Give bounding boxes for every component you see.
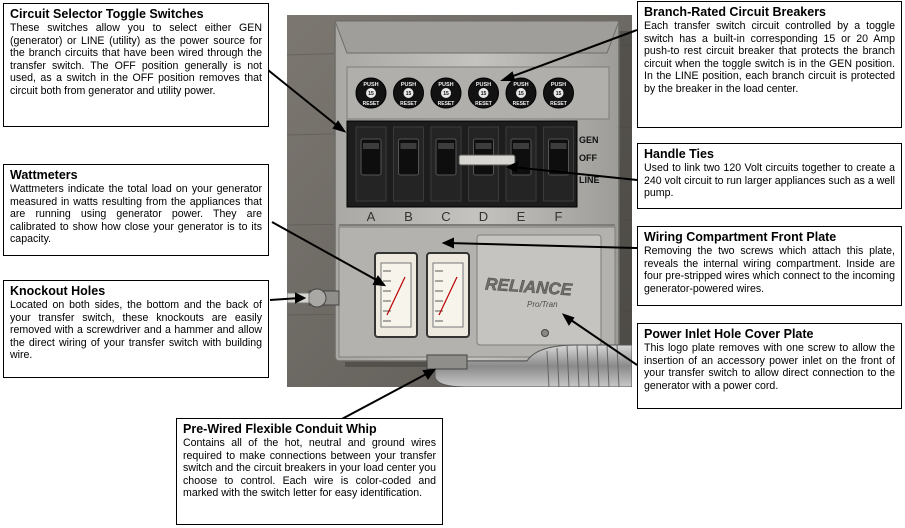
toggle-switch-a: [355, 126, 387, 202]
callout-front-plate: Wiring Compartment Front Plate Removing …: [637, 226, 902, 306]
leader-inlet-cover: [567, 317, 638, 366]
callout-circuit-breakers: Branch-Rated Circuit Breakers Each trans…: [637, 1, 902, 128]
callout-body: Each transfer switch circuit controlled …: [644, 20, 895, 95]
callout-title: Wattmeters: [10, 168, 78, 182]
callout-conduit-whip: Pre-Wired Flexible Conduit Whip Contains…: [176, 418, 443, 525]
svg-text:RESET: RESET: [550, 101, 567, 107]
circuit-breaker-a: PUSH RESET 15: [355, 77, 387, 109]
callout-body: Located on both sides, the bottom and th…: [10, 299, 262, 362]
svg-text:RESET: RESET: [475, 101, 492, 107]
wattmeter-right: [426, 252, 470, 338]
circuit-breaker-b: PUSH RESET 15: [393, 77, 424, 109]
svg-text:PUSH: PUSH: [551, 82, 566, 88]
toggle-switch-b: [393, 126, 424, 202]
callout-title: Handle Ties: [644, 147, 714, 161]
callout-title: Knockout Holes: [10, 284, 106, 298]
switch-letter-a: A: [367, 209, 376, 224]
svg-text:RESET: RESET: [400, 101, 417, 107]
callout-knockout-holes: Knockout Holes Located on both sides, th…: [3, 280, 269, 378]
plate-screw: [541, 329, 549, 337]
callout-title: Pre-Wired Flexible Conduit Whip: [183, 422, 377, 436]
svg-text:RESET: RESET: [363, 101, 380, 107]
conduit-whip: [434, 344, 632, 387]
callout-body: Wattmeters indicate the total load on yo…: [10, 183, 262, 246]
callout-title: Power Inlet Hole Cover Plate: [644, 327, 814, 341]
switch-letter-b: B: [404, 209, 413, 224]
callout-body: These switches allow you to select eithe…: [10, 22, 262, 97]
callout-inlet-cover: Power Inlet Hole Cover Plate This logo p…: [637, 323, 902, 409]
svg-text:PUSH: PUSH: [513, 82, 528, 88]
gen-label: GEN: [579, 135, 599, 145]
svg-text:PUSH: PUSH: [363, 82, 378, 88]
switch-letter-d: D: [479, 209, 488, 224]
svg-text:PUSH: PUSH: [438, 82, 453, 88]
svg-text:15: 15: [443, 91, 449, 97]
callout-wattmeters: Wattmeters Wattmeters indicate the total…: [3, 164, 269, 256]
circuit-breaker-e: PUSH RESET 15: [505, 77, 537, 109]
svg-text:15: 15: [368, 91, 374, 97]
callout-toggle-switches: Circuit Selector Toggle Switches These s…: [3, 3, 269, 127]
svg-text:PUSH: PUSH: [476, 82, 491, 88]
svg-text:RESET: RESET: [438, 101, 455, 107]
switch-letter-f: F: [555, 209, 563, 224]
leader-breakers: [507, 29, 638, 79]
brand-sub: Pro/Tran: [527, 300, 558, 309]
transfer-switch-photo: PUSH RESET 15 PUSH RESET 15 PUSH RESET 15 PUSH RES…: [287, 15, 632, 387]
callout-body: Used to link two 120 Volt circuits toget…: [644, 162, 895, 200]
svg-text:15: 15: [518, 91, 524, 97]
line-label: LINE: [579, 175, 600, 185]
callout-title: Wiring Compartment Front Plate: [644, 230, 837, 244]
circuit-breaker-c: PUSH RESET 15: [430, 77, 462, 109]
switch-letter-e: E: [517, 209, 526, 224]
leader-conduit: [339, 371, 431, 421]
toggle-switch-f: [543, 126, 574, 202]
circuit-breaker-d: PUSH RESET 15: [468, 77, 499, 109]
callout-title: Branch-Rated Circuit Breakers: [644, 5, 827, 19]
leader-front-plate: [447, 242, 638, 249]
svg-text:RESET: RESET: [513, 101, 530, 107]
wattmeter-left: [374, 252, 418, 338]
svg-text:PUSH: PUSH: [401, 82, 416, 88]
callout-handle-ties: Handle Ties Used to link two 120 Volt ci…: [637, 143, 902, 209]
callout-title: Circuit Selector Toggle Switches: [10, 7, 204, 21]
handle-tie: [458, 154, 516, 166]
svg-text:15: 15: [406, 91, 412, 97]
circuit-breaker-f: PUSH RESET 15: [543, 77, 574, 109]
leader-handle-ties: [511, 166, 638, 181]
callout-body: This logo plate removes with one screw t…: [644, 342, 895, 392]
callout-body: Contains all of the hot, neutral and gro…: [183, 437, 436, 500]
leader-wattmeters: [271, 221, 381, 283]
callout-body: Removing the two screws which attach thi…: [644, 245, 895, 295]
top-hood: [334, 20, 620, 54]
svg-text:15: 15: [556, 91, 562, 97]
off-label: OFF: [579, 153, 597, 163]
switch-letter-c: C: [441, 209, 450, 224]
toggle-switch-c: [430, 126, 462, 202]
leader-toggle: [267, 69, 341, 129]
svg-text:15: 15: [481, 91, 487, 97]
transfer-switch-illustration: PUSH RESET 15 PUSH RESET 15 PUSH RESET 15 PUSH RES…: [287, 15, 632, 387]
